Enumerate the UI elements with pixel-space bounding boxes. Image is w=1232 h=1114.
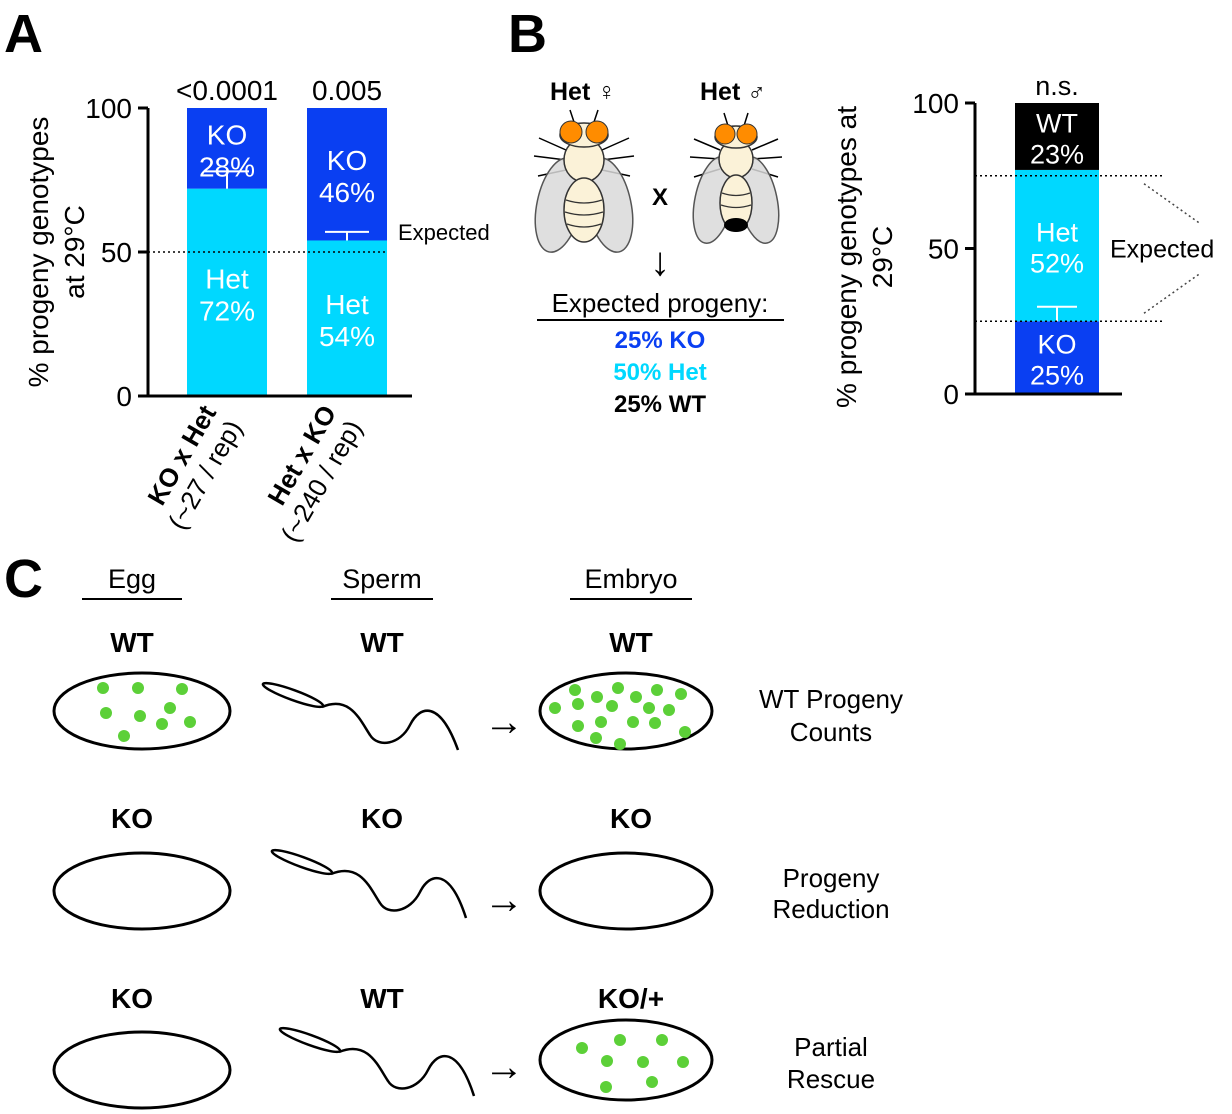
row1-egg-label: WT [110,627,154,658]
bar-a-het [187,188,267,396]
row2-egg-label: KO [111,803,153,834]
chart-a-ylabel-line2: at 29°C [59,205,90,299]
row1-egg-dots [97,682,196,742]
chart-a-ylabel-line1: % progeny genotypes [23,117,54,388]
row3-arrow: → [484,1045,524,1089]
cross-diagram: Het ♀ Het ♂ X [533,78,784,418]
row1-outcome-line2: Counts [790,717,872,747]
bar-b-value-label: 52% [1030,249,1084,279]
cross-symbol: X [652,184,668,211]
bar-b-value-label: 25% [1030,361,1084,391]
row3-embryo-dots [576,1034,689,1093]
header-sperm: Sperm [342,564,422,594]
bar-b-series-name: WT [1036,108,1078,138]
row1-sperm [261,681,460,751]
row2-outcome-line2: Reduction [772,894,889,924]
chart-b-ylabel-line2: 29°C [867,226,898,289]
cross-male-label: Het ♂ [700,78,766,106]
chart-b-ytick-label: 100 [912,88,959,119]
expected-wt: 25% WT [614,391,706,418]
row3-egg-label: KO [111,983,153,1014]
row3-outcome-line2: Rescue [787,1064,875,1094]
chart-b-expected-label: Expected [1110,236,1214,264]
row2-arrow: → [484,878,524,922]
row1-embryo-label: WT [609,627,653,658]
row1-arrow: → [484,700,524,744]
female-fly-icon [533,109,635,253]
chart-a-xlabel: KO x Het(~27 / rep) [141,400,248,535]
bar-a-value-label: 72% [199,295,255,326]
bar-b-wt [1015,103,1099,170]
bar-b-het [1015,169,1099,322]
chart-a-ytick-label: 0 [116,381,132,412]
chart-b: % progeny genotypes at 29°C 0 50 100 KO25%… [831,71,1214,410]
cross-arrow: ↓ [650,240,670,284]
chart-a-yticks: 0 50 100 [85,93,148,412]
bar-a-value-label: 54% [319,321,375,352]
bar-a-series-name: KO [207,119,247,150]
row3-sperm-label: WT [360,983,404,1014]
chart-b-expected-bracket [1143,183,1201,314]
row2-outcome-line1: Progeny [783,863,880,893]
p-value-label: 0.005 [312,75,382,106]
row3-outcome-line1: Partial [794,1032,868,1062]
chart-a-expected-label: Expected [398,220,490,245]
row2-sperm [270,848,468,919]
row1-sperm-label: WT [360,627,404,658]
chart-b-yticks: 0 50 100 [912,88,975,410]
header-egg: Egg [108,564,156,594]
bar-a-series-name: Het [325,289,369,320]
chart-a-ytick-label: 50 [101,237,132,268]
diagram-c: Egg Sperm Embryo WT WT WT → [52,564,903,1110]
chart-a-xlabels: KO x Het(~27 / rep)Het x KO(~240 / rep) [141,400,368,547]
row-ko: KO KO KO → Progeny Reduction [52,803,890,931]
panel-label-c: C [4,549,43,609]
chart-b-ylabel-line1: % progeny genotypes at [831,106,862,408]
bar-b-value-label: 23% [1030,139,1084,169]
header-embryo: Embryo [584,564,677,594]
panel-label-b: B [508,4,547,64]
row-wt: WT WT WT → WT Progeny [52,627,903,751]
male-fly-icon [689,112,783,244]
bar-a-value-label: 46% [319,177,375,208]
expected-het: 50% Het [613,359,706,386]
chart-b-ytick-label: 50 [928,234,959,265]
p-value-label: <0.0001 [176,75,278,106]
bar-b-ko [1015,321,1099,394]
row3-embryo [538,1018,714,1102]
expected-ko: 25% KO [615,327,706,354]
cross-female-label: Het ♀ [550,78,616,106]
chart-a-xlabel: Het x KO(~240 / rep) [261,400,368,547]
row3-embryo-label: KO/+ [598,983,664,1014]
row-rescue: KO WT KO/+ → Partial Rescue [52,983,875,1110]
row3-egg [52,1030,232,1110]
row1-embryo [538,671,714,751]
significance-label: n.s. [1035,71,1079,101]
bar-b-series-name: KO [1037,330,1076,360]
expected-progeny-title: Expected progeny: [552,288,769,318]
row1-embryo-dots [549,682,691,750]
row1-outcome-line1: WT Progeny [759,684,903,714]
bar-a-series-name: Het [205,263,249,294]
row3-sperm [278,1026,476,1097]
row2-egg [52,851,232,931]
chart-b-ytick-label: 0 [943,379,959,410]
panel-label-a: A [4,4,43,64]
row2-embryo-label: KO [610,803,652,834]
chart-a-ytick-label: 100 [85,93,132,124]
bar-b-series-name: Het [1036,218,1079,248]
bar-a-series-name: KO [327,145,367,176]
row2-embryo [538,851,714,931]
chart-b-expected-lines [975,175,1201,322]
row2-sperm-label: KO [361,803,403,834]
bar-a-ko [307,108,387,241]
bar-a-het [307,240,387,396]
